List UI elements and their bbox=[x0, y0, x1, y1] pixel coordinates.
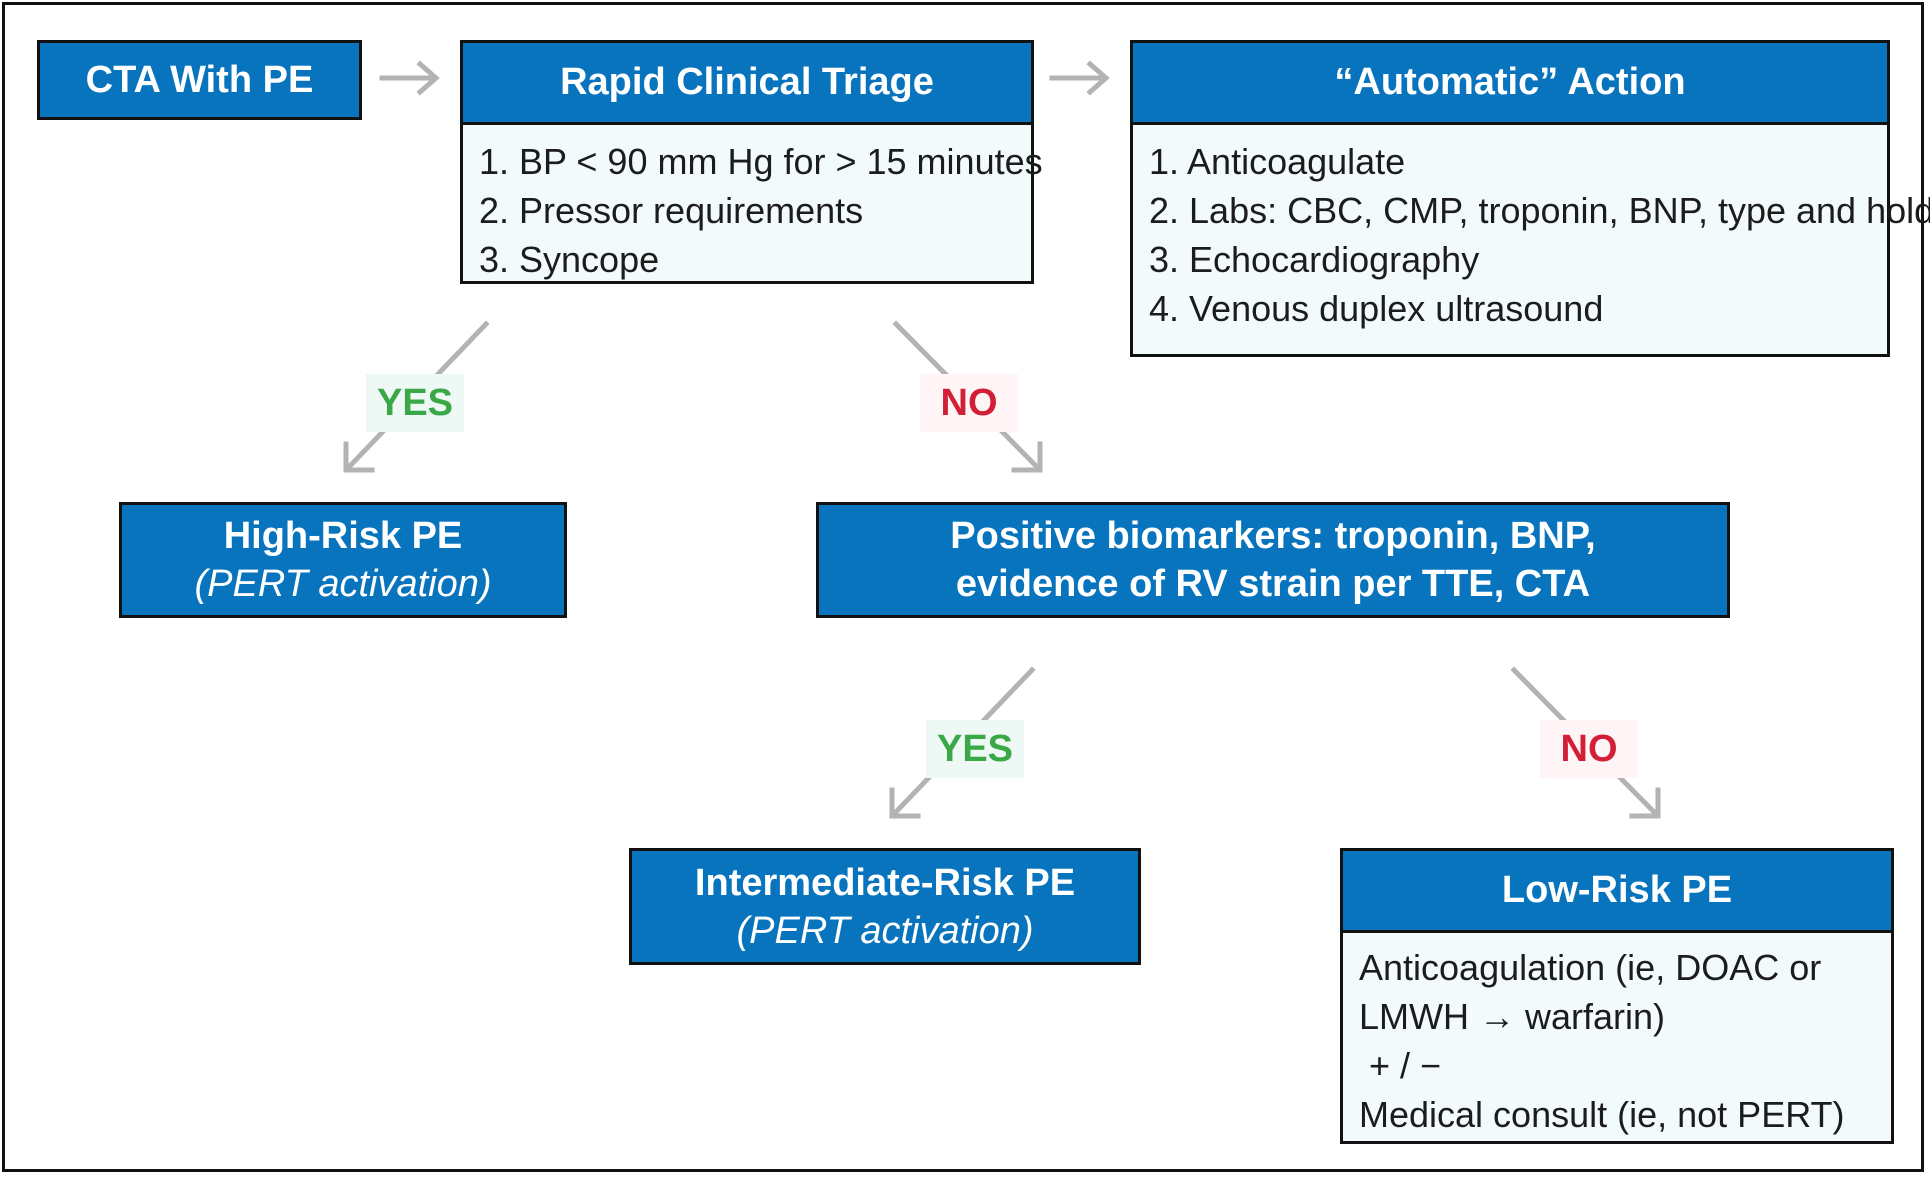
node-low-risk-pe: Low-Risk PE Anticoagulation (ie, DOAC or… bbox=[1340, 848, 1894, 1144]
node-high-risk-pe: High-Risk PE (PERT activation) bbox=[119, 502, 567, 618]
list-item: LMWH → warfarin) bbox=[1359, 996, 1666, 1037]
node-title: Intermediate-Risk PE bbox=[694, 861, 1076, 904]
triage-criteria-list: 1. BP < 90 mm Hg for > 15 minutes 2. Pre… bbox=[463, 122, 1043, 296]
node-automatic-action: “Automatic” Action 1. Anticoagulate 2. L… bbox=[1130, 40, 1930, 357]
list-item: 3. Syncope bbox=[479, 239, 660, 280]
node-title: CTA With PE bbox=[85, 59, 314, 101]
list-item: + / − bbox=[1359, 1045, 1442, 1086]
label-yes-biomarkers: YES bbox=[926, 720, 1024, 778]
low-risk-management-list: Anticoagulation (ie, DOAC or LMWH → warf… bbox=[1343, 930, 1891, 1151]
node-intermediate-risk-pe: Intermediate-Risk PE (PERT activation) bbox=[629, 848, 1141, 965]
node-title-line1: Positive biomarkers: troponin, BNP, bbox=[950, 515, 1596, 557]
node-title: “Automatic” Action bbox=[1133, 43, 1887, 122]
node-title-line2: evidence of RV strain per TTE, CTA bbox=[955, 563, 1591, 605]
arrow-cta-to-triage bbox=[379, 60, 440, 96]
node-title: Low-Risk PE bbox=[1343, 851, 1891, 930]
automatic-action-list: 1. Anticoagulate 2. Labs: CBC, CMP, trop… bbox=[1133, 122, 1930, 345]
node-title: Rapid Clinical Triage bbox=[463, 43, 1031, 122]
node-title: High-Risk PE bbox=[223, 515, 463, 557]
list-item: 4. Venous duplex ultrasound bbox=[1149, 288, 1604, 329]
label-yes-triage: YES bbox=[366, 374, 464, 432]
list-item: 3. Echocardiography bbox=[1149, 239, 1480, 280]
list-item: 1. Anticoagulate bbox=[1149, 141, 1406, 182]
list-item: Medical consult (ie, not PERT) bbox=[1359, 1094, 1845, 1135]
list-item: 2. Labs: CBC, CMP, troponin, BNP, type a… bbox=[1149, 190, 1930, 231]
node-positive-biomarkers: Positive biomarkers: troponin, BNP, evid… bbox=[816, 502, 1730, 618]
list-item: 2. Pressor requirements bbox=[479, 190, 864, 231]
label-no-biomarkers: NO bbox=[1540, 720, 1638, 778]
node-cta-with-pe: CTA With PE bbox=[37, 40, 362, 120]
node-subtitle: (PERT activation) bbox=[194, 563, 492, 605]
arrow-triage-to-automatic bbox=[1049, 60, 1110, 96]
node-rapid-clinical-triage: Rapid Clinical Triage 1. BP < 90 mm Hg f… bbox=[460, 40, 1043, 284]
node-subtitle: (PERT activation) bbox=[736, 909, 1034, 952]
list-item: 1. BP < 90 mm Hg for > 15 minutes bbox=[479, 141, 1043, 182]
label-no-triage: NO bbox=[920, 374, 1018, 432]
list-item: Anticoagulation (ie, DOAC or bbox=[1359, 947, 1822, 988]
